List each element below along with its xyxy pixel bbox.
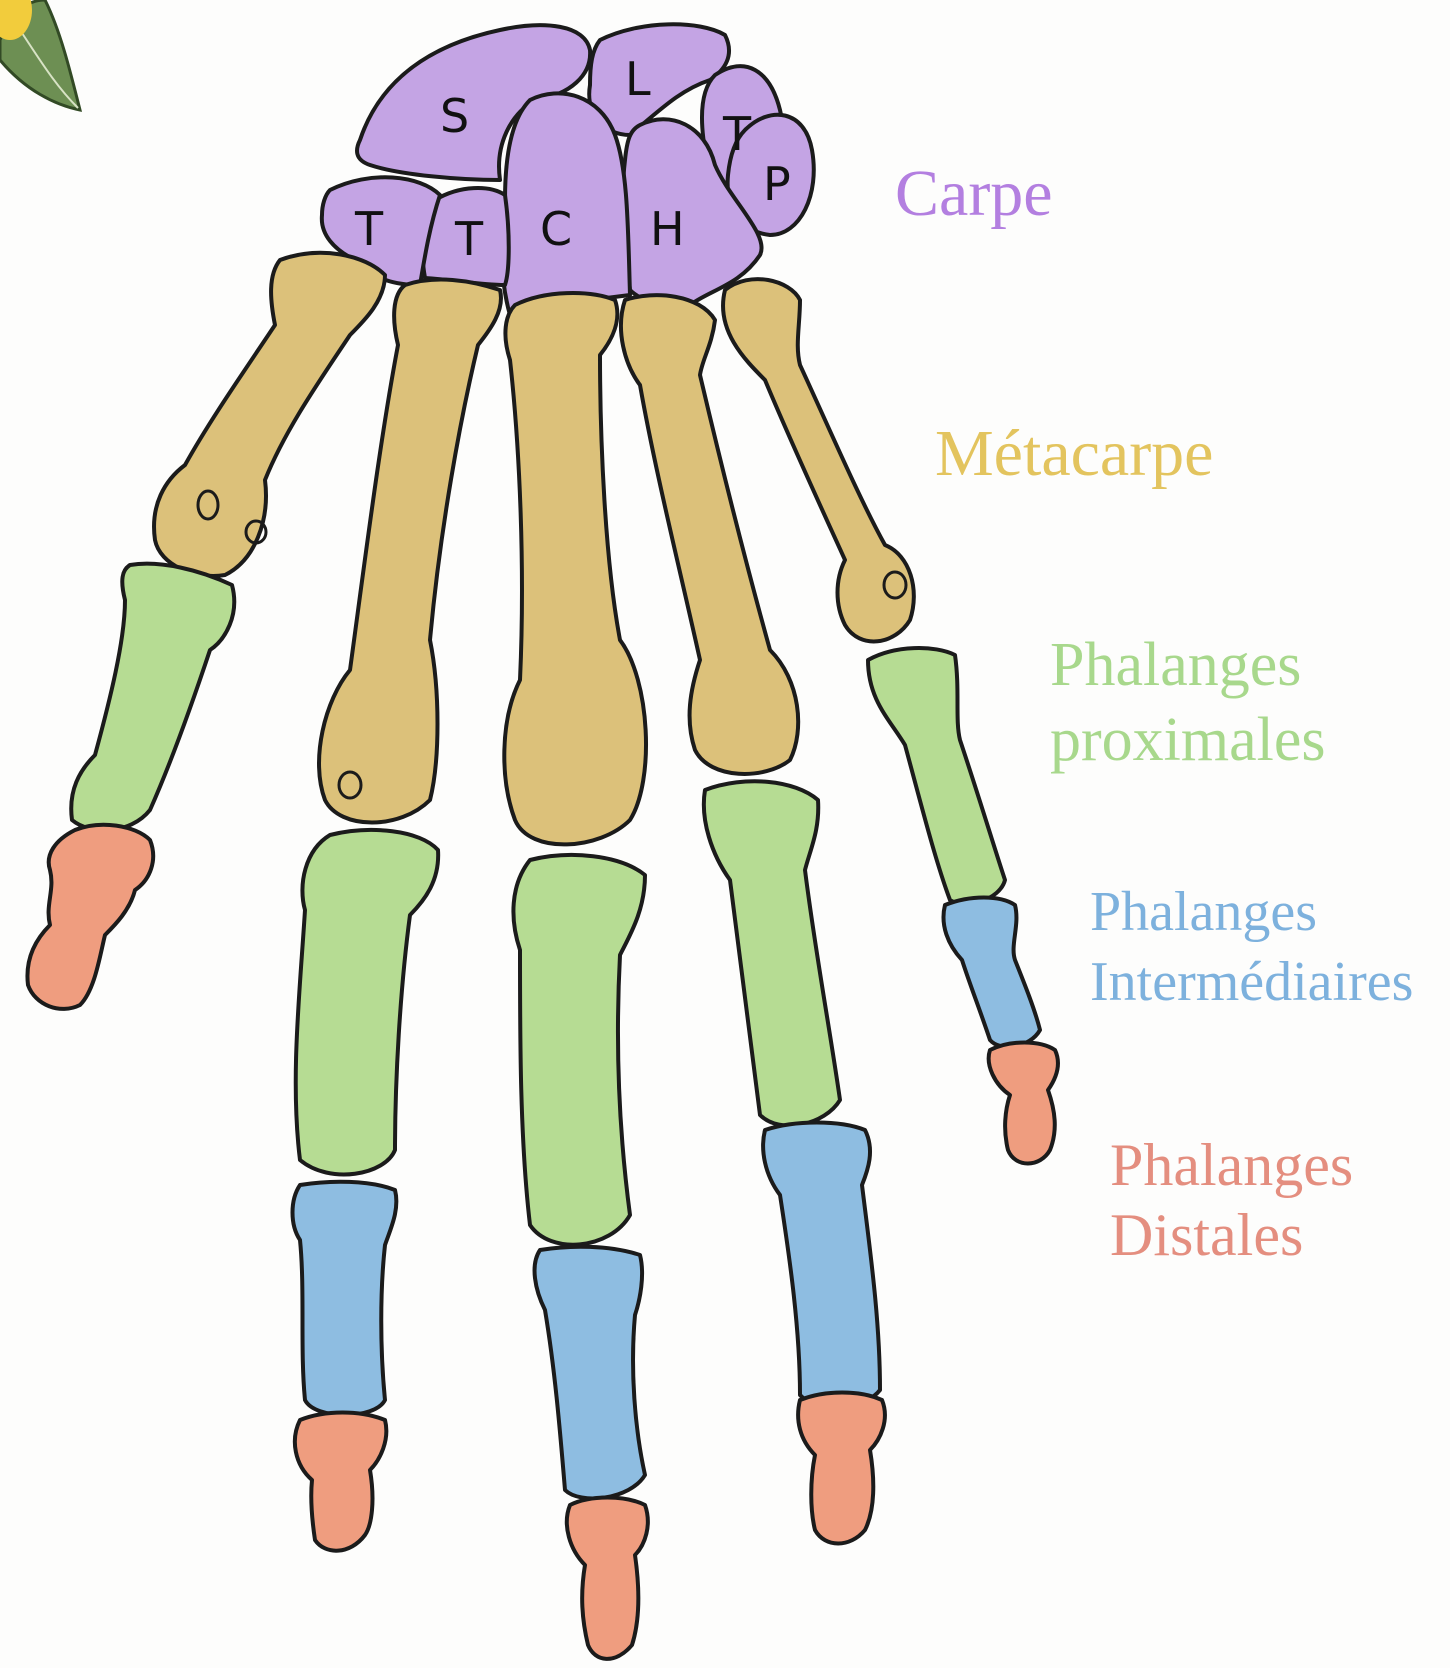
carpal-letter-p: P: [763, 157, 791, 211]
intermediate-phalanges: [293, 898, 1041, 1499]
legend: Carpe Métacarpe Phalanges proximales Pha…: [895, 157, 1413, 1268]
legend-carpe: Carpe: [895, 157, 1053, 230]
legend-intermediaires-line1: Phalanges: [1090, 881, 1317, 943]
intermediate-phalanx-ring: [763, 1123, 880, 1407]
metacarpal-middle: [504, 293, 646, 844]
proximal-phalanx-ring: [704, 781, 840, 1125]
leaf-icon: [0, 0, 80, 110]
metacarpal-thumb: [154, 253, 385, 576]
metacarpal-index: [319, 280, 501, 823]
legend-metacarpe: Métacarpe: [935, 417, 1213, 490]
intermediate-phalanx-index: [293, 1182, 397, 1415]
metacarpal-bones: [154, 253, 914, 845]
legend-distales-line2: Distales: [1110, 1202, 1303, 1268]
intermediate-phalanx-middle: [535, 1247, 645, 1499]
carpal-letter-s: S: [440, 89, 469, 143]
legend-proximales-line1: Phalanges: [1050, 631, 1301, 699]
carpal-letter-l: L: [625, 52, 651, 106]
carpal-letter-t-trapezium: T: [354, 202, 384, 256]
intermediate-phalanx-little: [944, 898, 1040, 1047]
legend-proximales-line2: proximales: [1050, 706, 1326, 774]
distal-phalanx-index: [295, 1413, 386, 1551]
carpal-bones: S L T P T T C H: [322, 24, 814, 315]
legend-distales-line1: Phalanges: [1110, 1132, 1353, 1198]
proximal-phalanx-middle: [513, 855, 645, 1245]
distal-phalanx-ring: [798, 1393, 885, 1544]
proximal-phalanx-index: [296, 830, 438, 1174]
distal-phalanx-thumb: [27, 825, 153, 1009]
legend-intermediaires-line2: Intermédiaires: [1090, 951, 1413, 1013]
distal-phalanx-middle: [567, 1498, 648, 1659]
carpal-letter-t-trapezoid: T: [454, 212, 484, 266]
carpal-letter-h: H: [650, 202, 685, 256]
carpal-letter-t-triquetrum: T: [722, 107, 752, 161]
carpal-letter-c: C: [540, 202, 572, 256]
proximal-phalanx-thumb: [71, 564, 234, 831]
proximal-phalanx-little: [868, 648, 1005, 904]
distal-phalanx-little: [989, 1043, 1058, 1164]
